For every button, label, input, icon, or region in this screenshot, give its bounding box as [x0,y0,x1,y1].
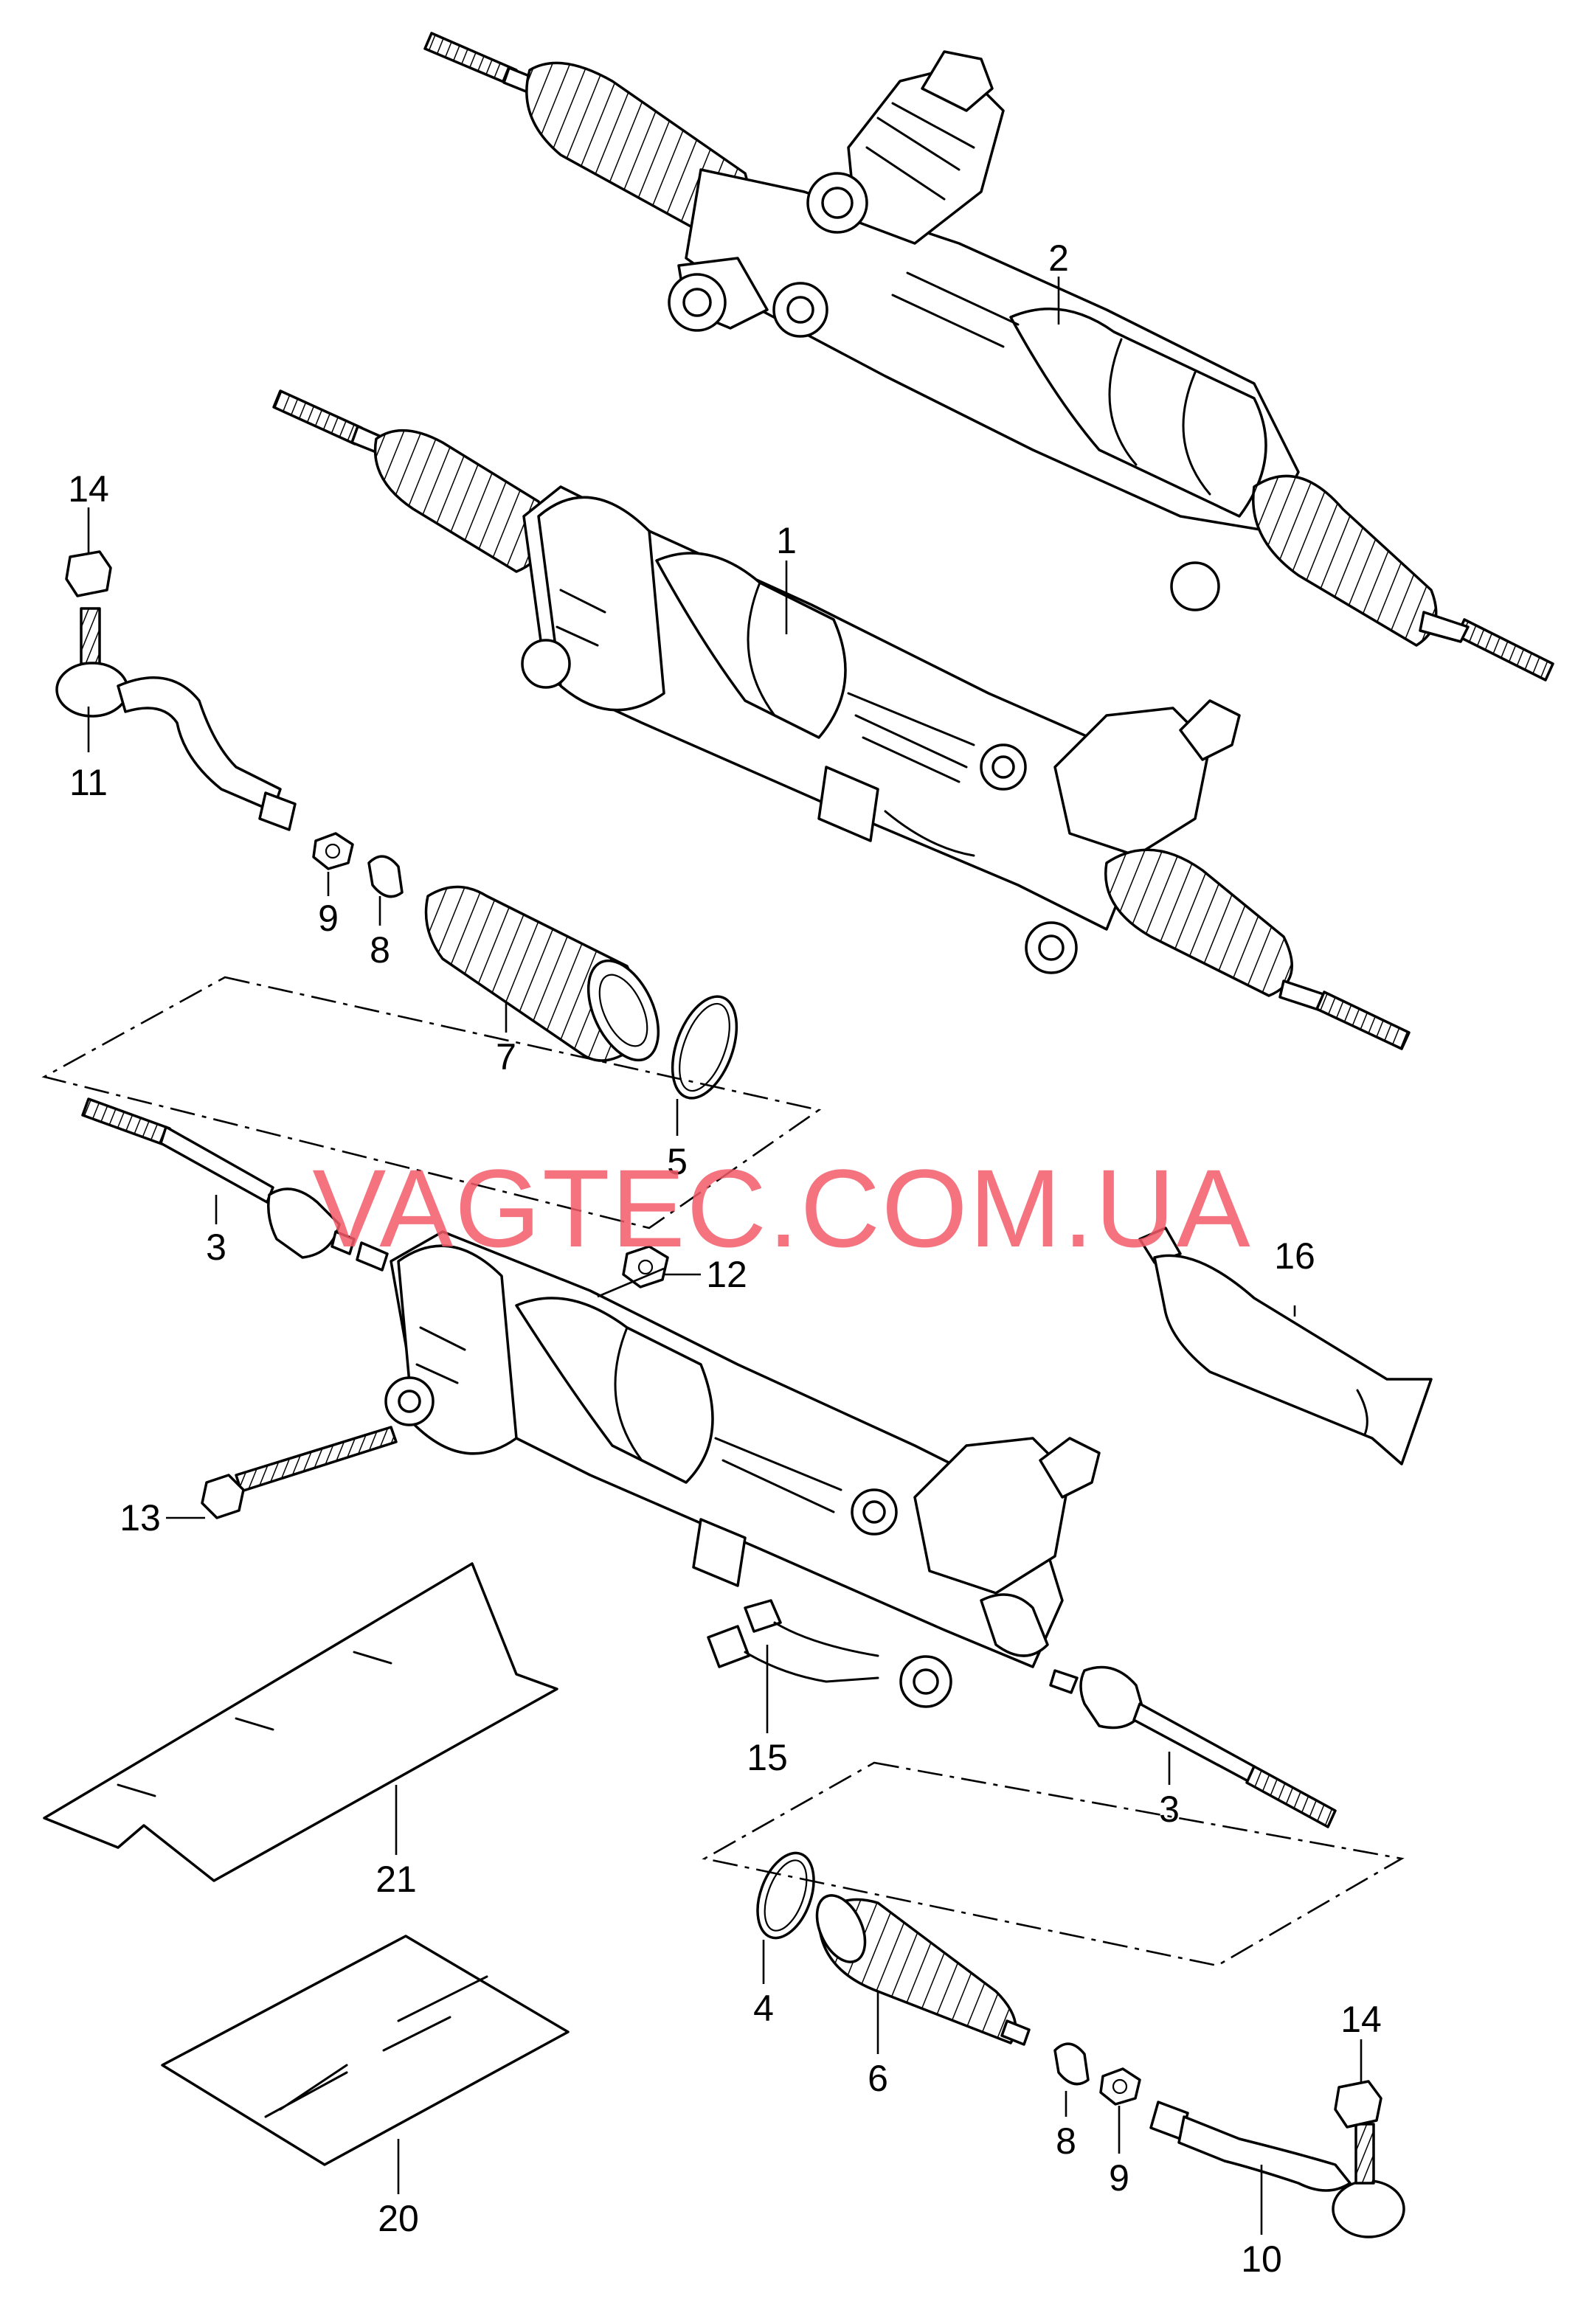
kit-frame-lower [702,1761,1405,1967]
mount-eye-left [521,639,571,689]
boot-right [1104,848,1293,997]
hardware-right [756,1851,1141,2106]
steering-gear-1 [272,389,1411,1050]
ball-joint [1332,2179,1405,2238]
watermark: VAGTEC.COM.UA [312,1146,1251,1270]
nut-14a [65,550,112,597]
steering-gear-2 [423,32,1554,681]
motor-block [537,496,665,712]
callout-8b: 8 [1056,2120,1076,2162]
connector [692,1518,747,1587]
tie-rod-thread-right [1315,991,1411,1050]
callout-labels: 2 1 14 11 9 8 7 5 3 12 16 13 15 3 21 4 6… [68,237,1382,2280]
tie-rod-thread-right [1456,618,1554,681]
housing-rib [891,271,1020,348]
clip-4 [756,1851,815,1940]
nut-12 [622,1245,669,1288]
plate-21 [43,1562,558,1882]
callout-8a: 8 [370,929,390,971]
callout-12: 12 [706,1254,747,1295]
arm [117,676,282,813]
callout-21: 21 [375,1859,417,1900]
tie-rod-thread-left [272,389,363,445]
boot-right [1252,474,1438,647]
nut-14b [1334,2080,1382,2129]
tie-rod-thread-left [423,32,518,86]
ball-housing [1079,1665,1145,1730]
callout-9a: 9 [318,898,339,939]
stud [1354,2123,1375,2185]
tie-rod-end-10 [1149,2080,1405,2238]
callout-5: 5 [667,1141,688,1182]
nut-9b [1099,2067,1141,2106]
clamp-8a [367,855,404,898]
callout-14b: 14 [1340,1999,1382,2040]
pinion-shaft [921,50,994,112]
callout-9b: 9 [1109,2157,1129,2199]
pinion-housing [913,1437,1071,1595]
callout-15: 15 [747,1737,788,1778]
callout-4: 4 [753,1988,774,2029]
callout-6: 6 [868,2058,888,2099]
steering-gear-assembly [201,1230,1101,1708]
callout-13: 13 [120,1497,161,1539]
callout-3b: 3 [1159,1789,1180,1830]
callout-14a: 14 [68,468,109,510]
clamp-8b [1053,2042,1090,2086]
tie-rod-end-11 [55,550,297,831]
ball-housing [267,1187,341,1259]
callout-1: 1 [776,520,797,561]
arm [1177,2115,1352,2192]
inner-tie-rod-3b [1049,1665,1337,1828]
outlet-right [980,1593,1049,1657]
callout-16: 16 [1274,1235,1315,1277]
inner-tie-rod-3a [81,1097,356,1259]
hardware-left [312,832,738,1100]
plate-20 [161,1935,570,2166]
callout-2: 2 [1048,237,1069,279]
bolt-13 [235,1426,398,1493]
tie-rod-stub-left [356,1241,389,1272]
connector [817,766,879,842]
callout-11: 11 [69,762,108,803]
nut-9a [312,832,354,870]
bolt-13-head [201,1474,245,1519]
callout-7: 7 [496,1036,516,1078]
kit-frame-upper [41,976,822,1229]
motor-cylinder [655,552,847,739]
motor-cylinder [1009,308,1267,518]
leader-lines [87,277,1363,2235]
wire [884,810,975,857]
grease-tube-16 [1138,1227,1433,1465]
pinion-shaft [1039,1437,1101,1499]
clip-5 [671,995,738,1100]
stud [80,607,101,665]
pinion-shaft [1179,699,1241,761]
mount-eye-right [1170,561,1220,611]
callout-20: 20 [378,2198,419,2239]
ball-joint [55,662,129,718]
pinion-housing [1053,707,1211,857]
boot-left [373,429,547,573]
callout-10: 10 [1241,2238,1282,2280]
sensor-15 [707,1625,750,1668]
callout-3a: 3 [206,1227,226,1268]
